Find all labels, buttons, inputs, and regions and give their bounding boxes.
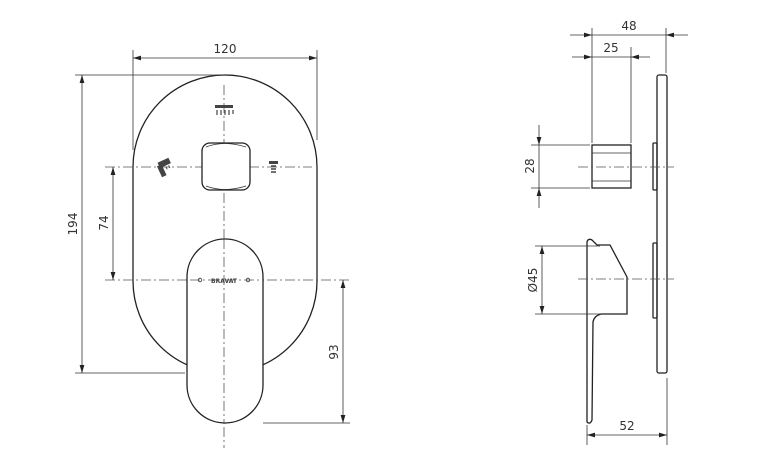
cartridge-depth-dimension: 25 <box>603 41 618 55</box>
diverter-knob <box>201 142 251 191</box>
lever-profile <box>586 238 628 424</box>
hand-shower-icon <box>156 157 171 178</box>
center-distance-dimension: 74 <box>97 215 111 230</box>
lever-projection-dimension: 52 <box>619 419 634 433</box>
height-dimension: 194 <box>66 213 80 236</box>
diverter-knob-profile <box>591 144 632 189</box>
overhead-shower-icon <box>215 105 234 115</box>
width-dimension: 120 <box>214 42 237 56</box>
cartridge-diameter-dimension: 28 <box>523 158 537 173</box>
lever-diameter-dimension: Ø45 <box>526 268 540 293</box>
side-view: 48 25 28 Ø45 52 <box>523 19 688 445</box>
lever-height-dimension: 93 <box>327 344 341 359</box>
total-depth-dimension: 48 <box>621 19 636 33</box>
spout-icon <box>269 161 278 173</box>
brand-mark: BRAVAT <box>211 278 238 285</box>
lever-handle <box>186 238 264 424</box>
wall-plate-profile <box>656 74 668 374</box>
front-view: BRAVAT 120 194 74 93 <box>66 42 352 448</box>
